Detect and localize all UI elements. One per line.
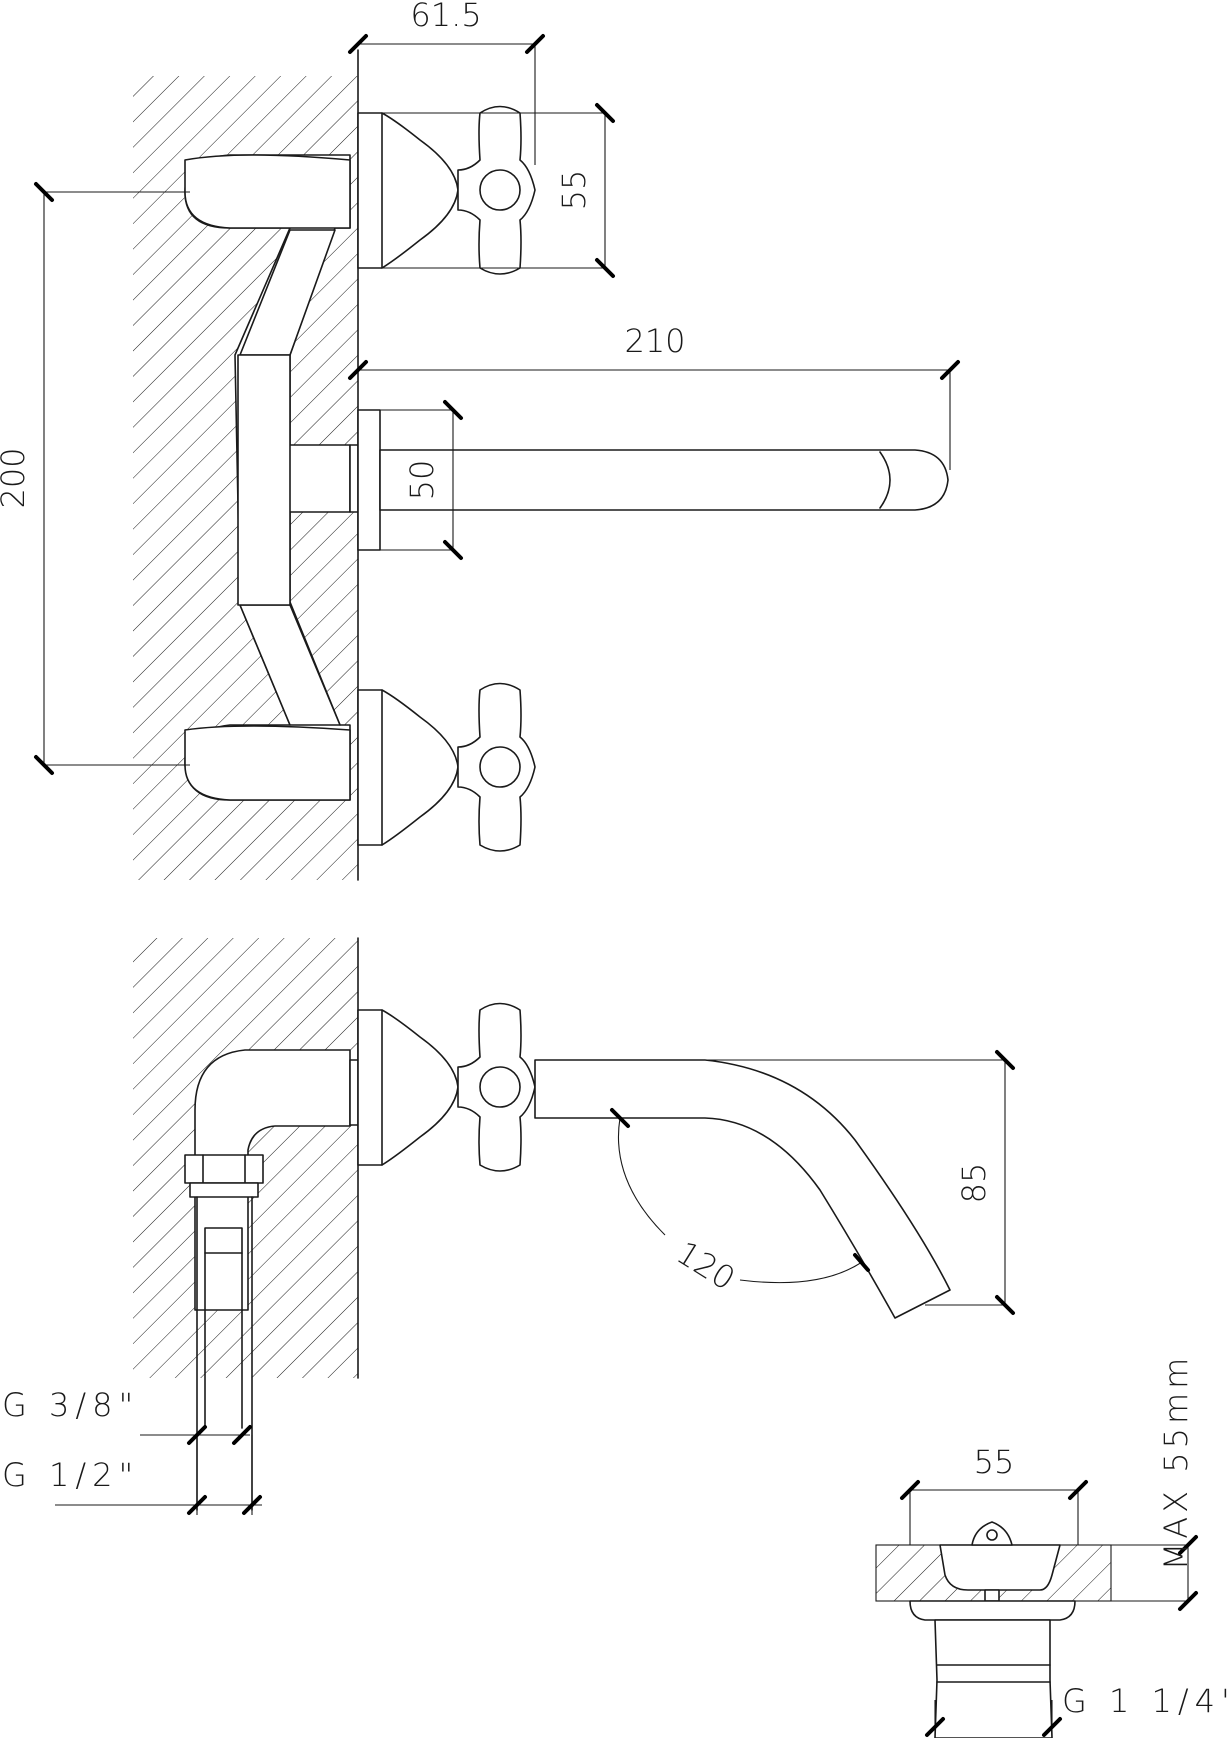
side-view: 85 120 G 3/8" G 1/2" <box>2 937 1015 1515</box>
dim-spout-length: 210 <box>348 322 960 470</box>
dim-spout-drop: 85 <box>535 1050 1015 1315</box>
bottom-handle <box>357 682 536 852</box>
dim-handle-height: 55 <box>382 103 615 278</box>
front-spout <box>349 409 949 551</box>
label-thread-3-8: G 3/8" <box>2 1386 139 1424</box>
drain-view: 55 MAX 55mm G 1 1/4" <box>875 1354 1228 1738</box>
side-spout <box>534 1059 951 1319</box>
dim-handle-projection: 61.5 <box>348 0 545 165</box>
label-thread-1-2: G 1/2" <box>2 1456 139 1494</box>
dim-label-drain-max: MAX 55mm <box>1157 1354 1195 1571</box>
dim-label-210: 210 <box>624 322 685 360</box>
dim-label-85: 85 <box>955 1163 993 1204</box>
dim-label-61-5: 61.5 <box>410 0 481 34</box>
dim-overall-height: 200 <box>0 182 190 775</box>
dim-label-55-top: 55 <box>555 170 593 211</box>
dim-spout-flange: 50 <box>380 400 463 560</box>
dim-label-drain-55: 55 <box>974 1443 1015 1481</box>
dim-label-120: 120 <box>670 1233 742 1298</box>
thread-dims: G 3/8" G 1/2" <box>2 1386 262 1515</box>
dim-label-200: 200 <box>0 447 32 508</box>
dim-label-50: 50 <box>403 460 441 501</box>
label-drain-thread: G 1 1/4" <box>1062 1682 1228 1720</box>
front-view: 61.5 55 210 50 <box>0 0 960 881</box>
top-handle <box>357 105 536 275</box>
